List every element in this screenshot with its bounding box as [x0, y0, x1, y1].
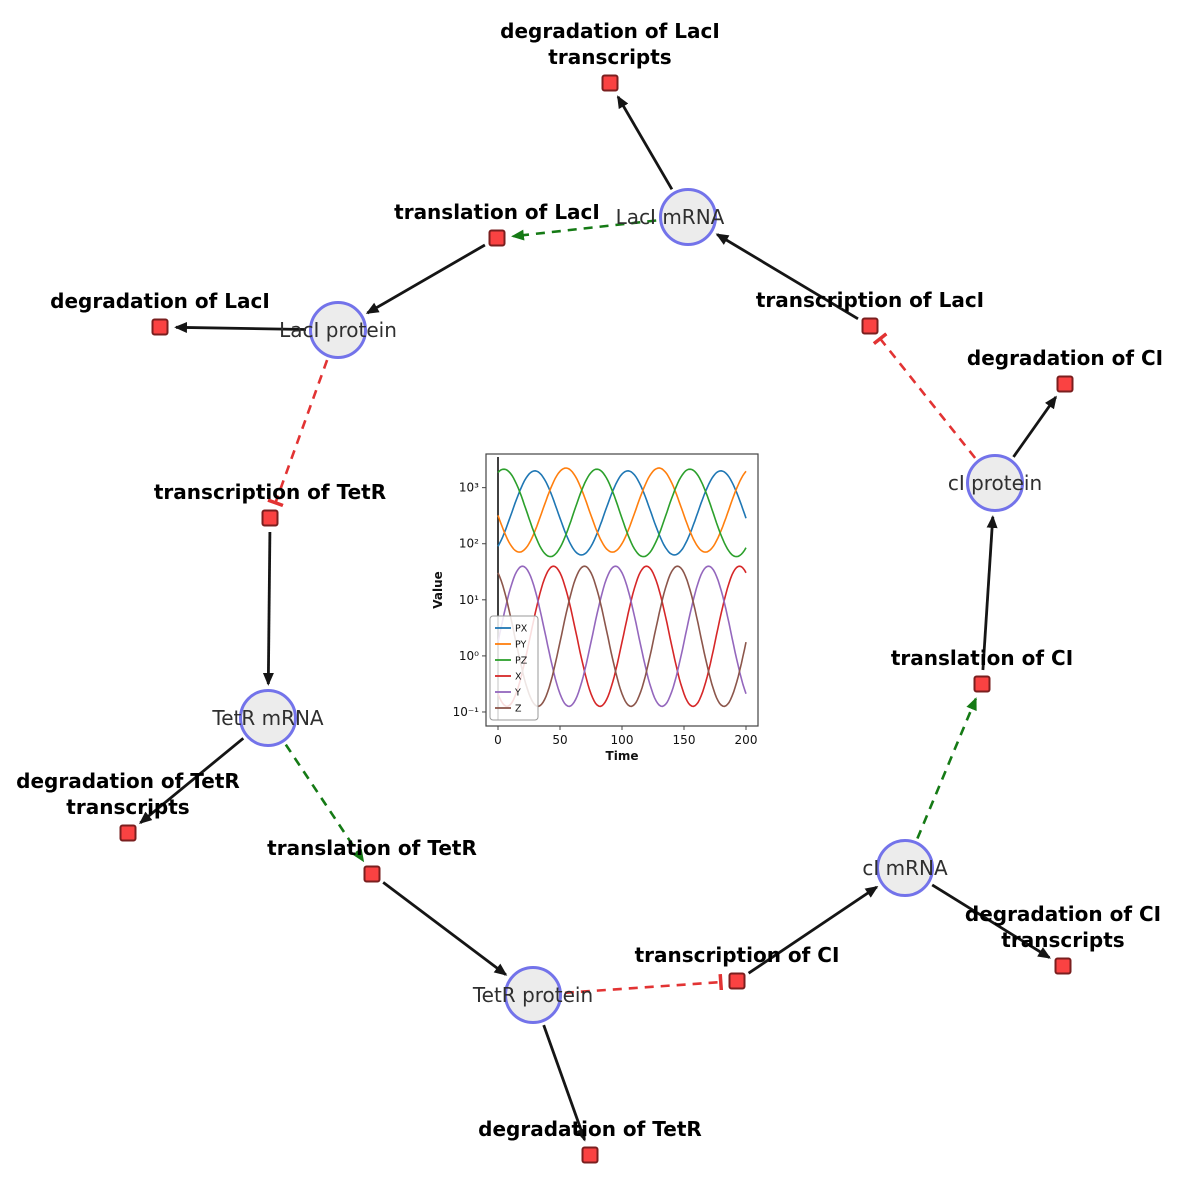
edge-consumption[interactable] — [1012, 395, 1057, 458]
legend-label-PX: PX — [515, 624, 528, 635]
series-line-PX — [497, 469, 747, 556]
reaction-square[interactable] — [1056, 375, 1074, 393]
edge-inhibition[interactable] — [872, 332, 977, 459]
x-tick-label: 150 — [673, 733, 696, 747]
series-line-Z — [497, 565, 747, 708]
species-circle[interactable] — [309, 301, 367, 359]
species-circle[interactable] — [504, 966, 562, 1024]
y-tick-label: 10⁻¹ — [453, 705, 480, 719]
y-tick-label: 10³ — [459, 481, 479, 495]
edge-consumption[interactable] — [174, 321, 307, 333]
reaction-square[interactable] — [1054, 957, 1072, 975]
legend-box — [489, 615, 539, 721]
x-tick-label: 0 — [494, 733, 502, 747]
reaction-square[interactable] — [861, 317, 879, 335]
series-line-X — [497, 565, 747, 708]
edge-consumption[interactable] — [931, 883, 1051, 959]
edge-modifier[interactable] — [511, 219, 657, 241]
x-tick-label: 100 — [611, 733, 634, 747]
edge-production[interactable] — [981, 515, 998, 671]
edge-production[interactable] — [715, 233, 859, 321]
y-tick-label: 10² — [459, 537, 479, 551]
y-axis-label: Value — [431, 571, 445, 609]
reaction-square[interactable] — [119, 824, 137, 842]
reaction-square[interactable] — [581, 1146, 599, 1164]
reaction-square[interactable] — [363, 865, 381, 883]
edge-production[interactable] — [365, 243, 486, 315]
species-circle[interactable] — [659, 188, 717, 246]
edge-consumption[interactable] — [542, 1024, 587, 1142]
series-line-PZ — [497, 468, 747, 558]
edge-inhibition[interactable] — [564, 974, 724, 995]
series-line-PY — [497, 467, 747, 553]
reaction-square[interactable] — [601, 74, 619, 92]
legend-label-PY: PY — [515, 640, 527, 651]
x-tick-label: 50 — [552, 733, 567, 747]
reaction-square[interactable] — [151, 318, 169, 336]
y-tick-label: 10⁰ — [459, 649, 479, 663]
species-circle[interactable] — [966, 454, 1024, 512]
legend-label-Z: Z — [515, 704, 522, 715]
reaction-square[interactable] — [728, 972, 746, 990]
reaction-square[interactable] — [261, 509, 279, 527]
species-circle[interactable] — [876, 839, 934, 897]
edge-consumption[interactable] — [616, 95, 674, 191]
y-tick-label: 10¹ — [459, 593, 479, 607]
reaction-square[interactable] — [488, 229, 506, 247]
legend-label-Y: Y — [514, 688, 521, 699]
edge-production[interactable] — [382, 881, 508, 976]
reaction-square[interactable] — [973, 675, 991, 693]
legend-label-X: X — [515, 672, 522, 683]
species-circle[interactable] — [239, 689, 297, 747]
edge-modifier[interactable] — [284, 743, 365, 863]
x-axis-label: Time — [606, 749, 639, 763]
legend-label-PZ: PZ — [515, 656, 528, 667]
edge-inhibition[interactable] — [267, 359, 329, 508]
series-line-Y — [497, 565, 747, 708]
edge-production[interactable] — [747, 885, 879, 975]
edge-consumption[interactable] — [138, 737, 245, 824]
x-tick-label: 200 — [735, 733, 758, 747]
edge-modifier[interactable] — [916, 697, 977, 840]
edge-production[interactable] — [262, 531, 274, 686]
